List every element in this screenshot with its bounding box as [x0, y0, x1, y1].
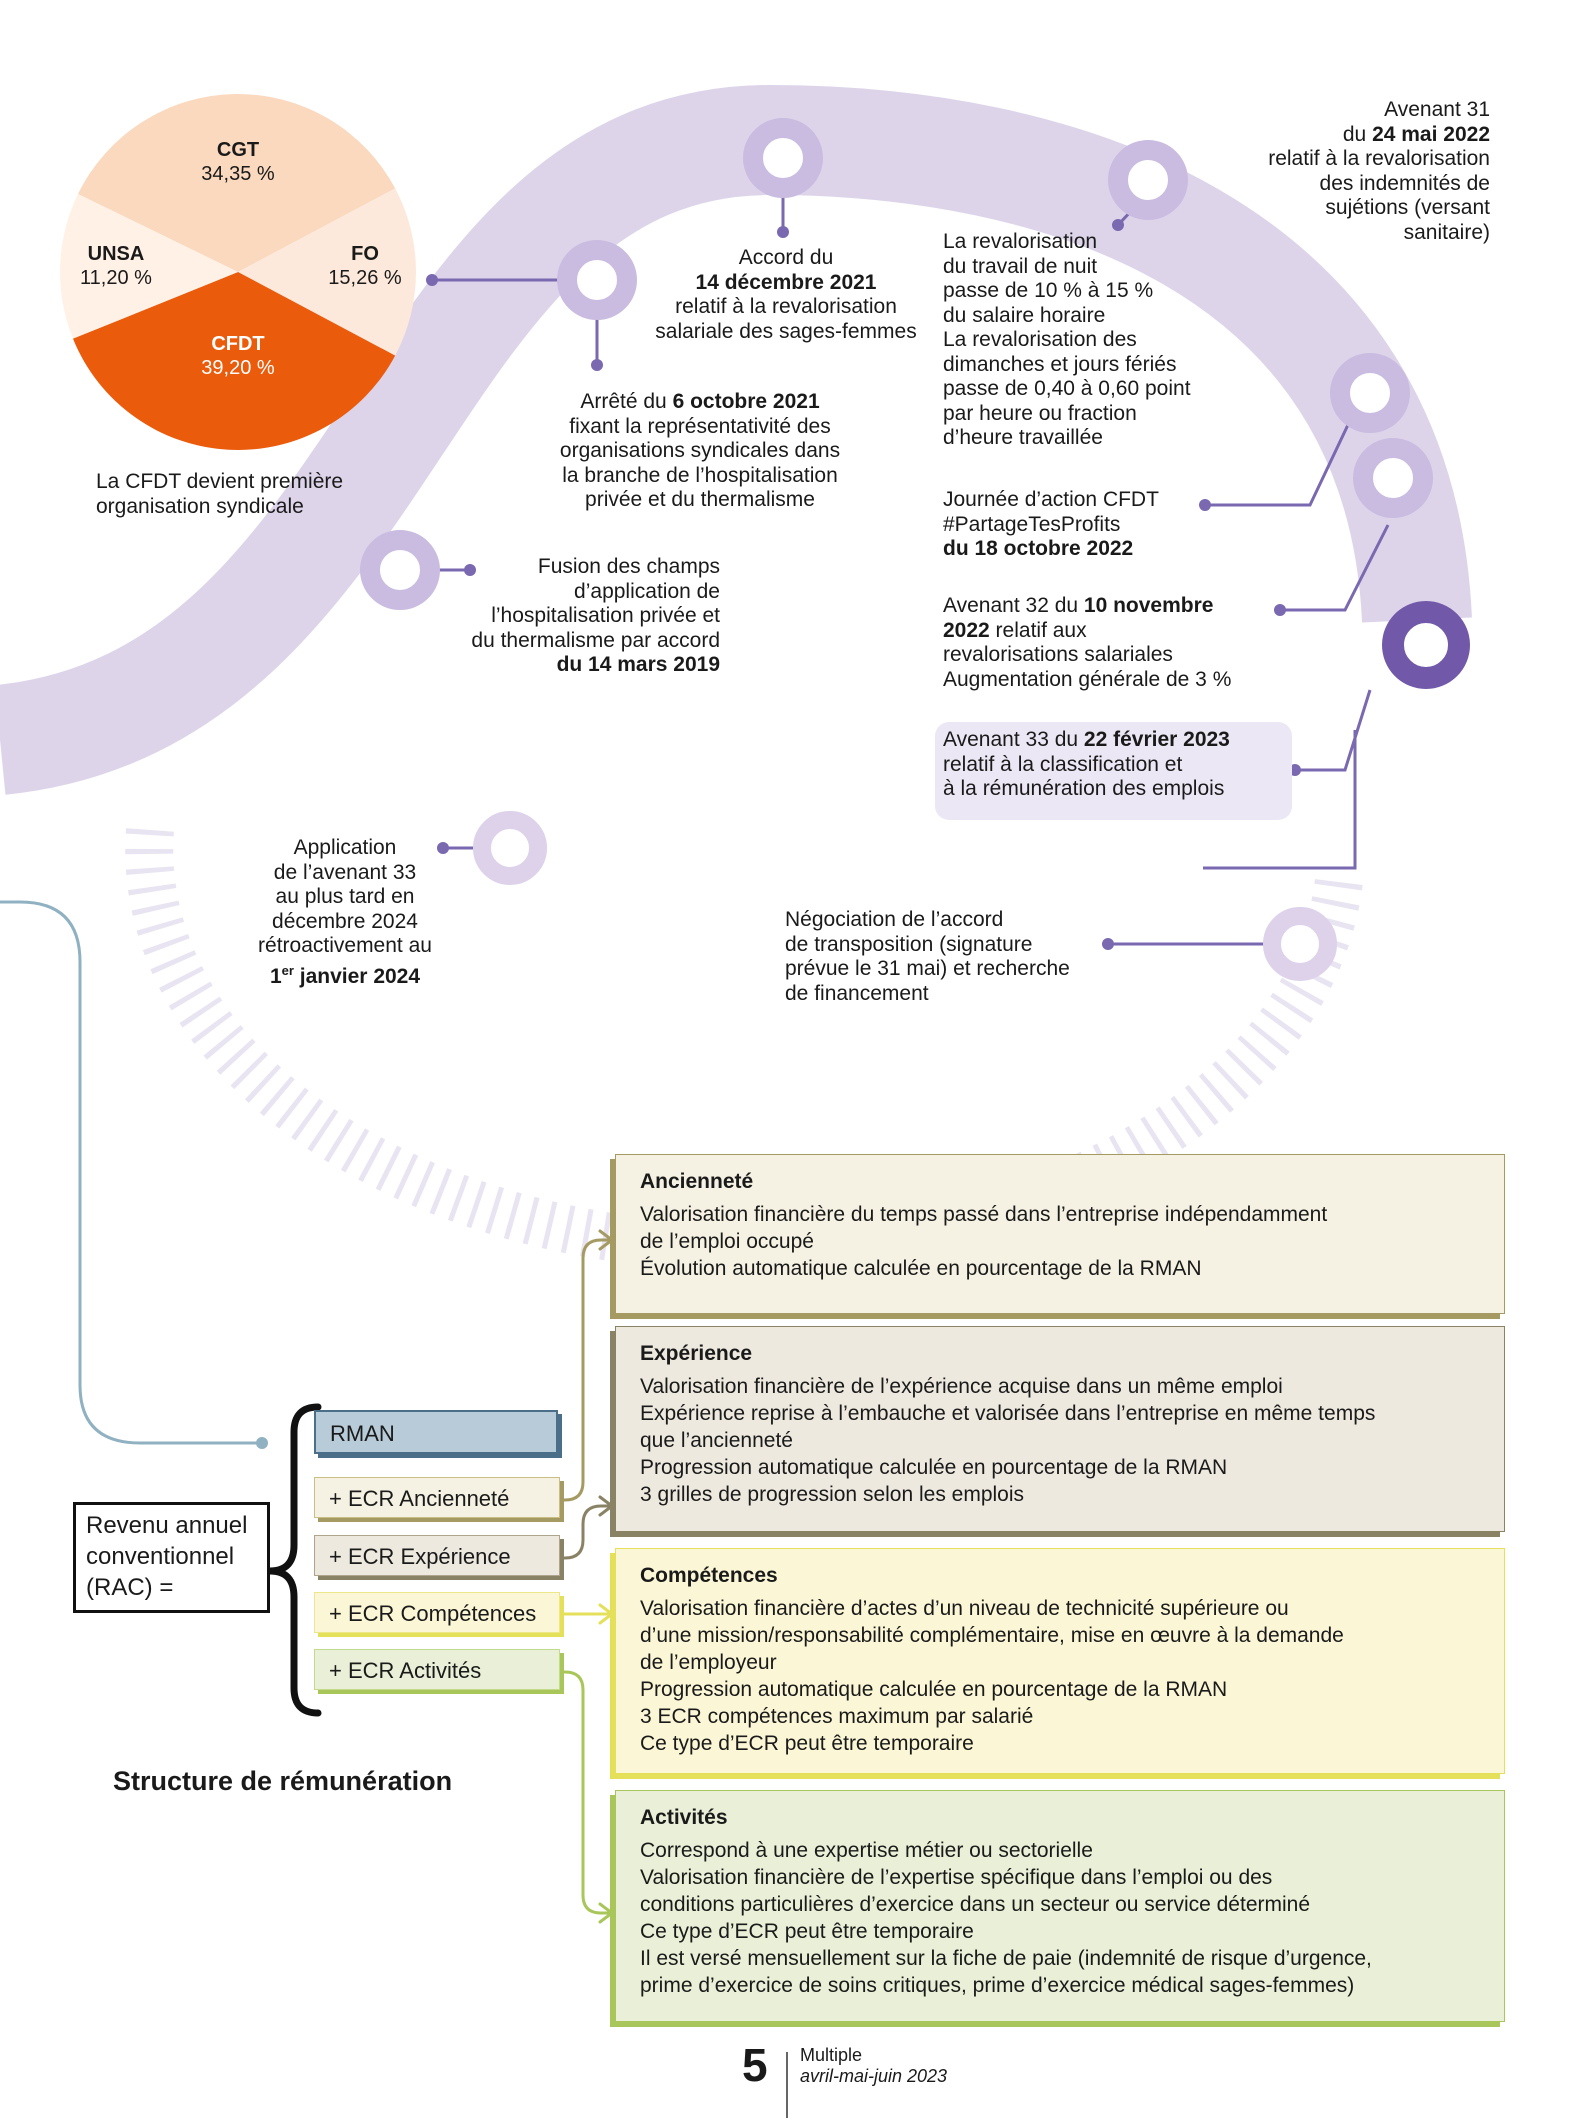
- box-title: Compétences: [640, 1564, 778, 1587]
- milestone-fusion: Fusion des champs d’application de l’hos…: [471, 555, 720, 676]
- box-line: Valorisation financière de l’expérience …: [640, 1375, 1283, 1398]
- pie-slice-cgt: [78, 94, 396, 272]
- rac-box: Revenu annuel conventionnel (RAC) =: [73, 1502, 270, 1613]
- box-title: Activités: [640, 1806, 728, 1829]
- box-line: Ce type d’ECR peut être temporaire: [640, 1920, 974, 1943]
- rac-label: Revenu annuel conventionnel (RAC) =: [86, 1512, 248, 1601]
- arrow-heads: [598, 1229, 615, 1924]
- component-anciennete: + ECR Ancienneté: [314, 1477, 560, 1518]
- milestone-negociation: Négociation de l’accord de transposition…: [785, 908, 1070, 1005]
- milestone-arrete: Arrêté du 6 octobre 2021 fixant la repré…: [559, 390, 841, 511]
- timeline-arch: [0, 84, 1472, 795]
- component-activites: + ECR Activités: [314, 1649, 560, 1690]
- representativity-pie: [59, 94, 416, 450]
- component-arrows: [560, 1238, 612, 1915]
- milestone-revalorisation-details: La revalorisation du travail de nuit pas…: [943, 230, 1191, 449]
- box-line: 3 grilles de progression selon les emplo…: [640, 1483, 1025, 1506]
- page-number: 5: [742, 2039, 768, 2091]
- magazine-name: Multiple: [800, 2045, 863, 2065]
- milestone-rings: [360, 118, 1470, 981]
- box-line: Progression automatique calculée en pour…: [640, 1678, 1228, 1701]
- pie-slice-fo: [238, 188, 416, 356]
- box-line: Valorisation financière de l’expertise s…: [640, 1866, 1311, 1916]
- milestone-avenant-32: Avenant 32 du 10 novembre 2022 relatif a…: [943, 594, 1232, 691]
- milestone-avenant-33: Avenant 33 du 22 février 2023 relatif à …: [943, 728, 1230, 800]
- timeline-connectors: [430, 185, 1390, 946]
- blue-link-line: [0, 900, 258, 1445]
- milestone-journee-action: Journée d’action CFDT #PartageTesProfits…: [943, 488, 1159, 560]
- box-line: Valorisation financière du temps passé d…: [640, 1203, 1328, 1253]
- box-line: Valorisation financière d’actes d’un niv…: [640, 1597, 1344, 1674]
- avenant-33-highlight: [935, 722, 1292, 820]
- box-line: Correspond à une expertise métier ou sec…: [640, 1839, 1093, 1862]
- pie-slice-unsa: [59, 193, 238, 339]
- box-title: Ancienneté: [640, 1170, 754, 1193]
- rman-link-dot: [256, 1437, 268, 1449]
- box-line: Progression automatique calculée en pour…: [640, 1456, 1228, 1479]
- component-experience: + ECR Expérience: [314, 1535, 560, 1576]
- box-line: Évolution automatique calculée en pource…: [640, 1257, 1202, 1280]
- pie-slice-cfdt: [72, 272, 396, 450]
- box-line: Il est versé mensuellement sur la fiche …: [640, 1947, 1372, 1997]
- component-rman: RMAN: [314, 1410, 558, 1454]
- milestone-application: Application de l’avenant 33 au plus tard…: [258, 836, 432, 988]
- box-line: Ce type d’ECR peut être temporaire: [640, 1732, 974, 1755]
- box-title: Expérience: [640, 1342, 753, 1365]
- structure-title: Structure de rémunération: [113, 1766, 453, 1796]
- box-line: 3 ECR compétences maximum par salarié: [640, 1705, 1034, 1728]
- pie-caption: La CFDT devient première organisation sy…: [96, 470, 344, 518]
- component-competences: + ECR Compétences: [314, 1592, 560, 1633]
- box-line: Expérience reprise à l’embauche et valor…: [640, 1402, 1376, 1452]
- magazine-issue: avril-mai-juin 2023: [800, 2066, 948, 2086]
- component-brace: [269, 1403, 322, 1717]
- connector-dots: [426, 219, 1301, 950]
